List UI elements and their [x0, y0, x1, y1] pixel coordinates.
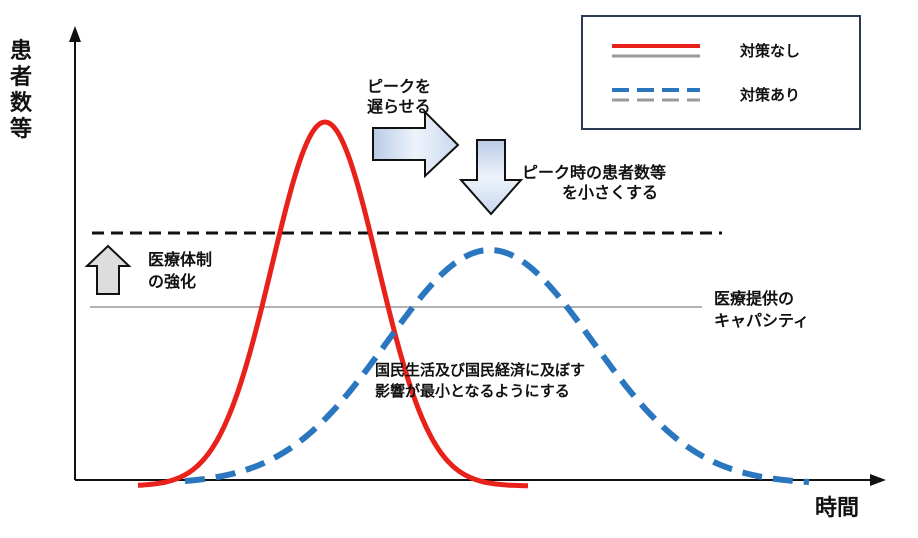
x-axis-arrowhead: [870, 474, 886, 486]
y-axis-label-char: 者: [9, 65, 32, 90]
x-axis-label: 時間: [815, 496, 859, 521]
curve-no-measures: [137, 119, 529, 489]
delay-peak-arrow: [372, 109, 460, 179]
strengthen-text-2: の強化: [148, 272, 196, 291]
curve-with-measures: [184, 247, 810, 486]
legend-box: [581, 15, 861, 130]
legend-label-no-measures: 対策なし: [739, 42, 800, 60]
reduce-peak-text-1: ピーク時の患者数等: [522, 163, 666, 182]
minimize-text-2: 影響が最小となるようにする: [375, 382, 570, 400]
capacity-text-1: 医療提供の: [714, 289, 794, 308]
y-axis-arrowhead: [69, 26, 81, 42]
y-axis-label-group: 患者数等: [9, 38, 33, 142]
minimize-text-1: 国民生活及び国民経済に及ぼす: [375, 361, 585, 379]
legend-label-with-measures: 対策あり: [739, 86, 800, 104]
capacity-text-2: キャパシティ: [714, 311, 809, 330]
strengthen-arrow: [84, 244, 132, 295]
y-axis-label-char: 患: [10, 38, 32, 64]
reduce-peak-arrow: [458, 139, 524, 216]
delay-peak-text-1: ピークを: [367, 77, 431, 96]
reduce-peak-text-2: を小さくする: [562, 183, 658, 202]
strengthen-text-1: 医療体制: [148, 250, 212, 269]
y-axis-label-char: 等: [10, 116, 32, 142]
legend: 対策なし 対策あり: [581, 15, 861, 130]
y-axis-label-char: 数: [10, 90, 33, 116]
delay-peak-text-2: 遅らせる: [367, 97, 431, 116]
